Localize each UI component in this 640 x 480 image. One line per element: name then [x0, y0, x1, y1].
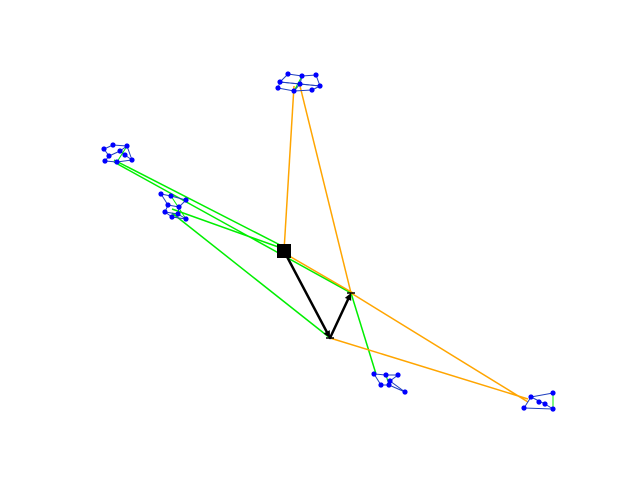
- cluster-node: [102, 158, 108, 164]
- cluster-node: [371, 371, 377, 377]
- cluster-edge: [530, 392, 554, 398]
- cluster-node: [183, 216, 189, 222]
- cluster-bottom-right: [521, 390, 556, 412]
- cluster-node: [297, 81, 303, 87]
- hub-layer: [277, 244, 291, 258]
- cluster-node: [395, 372, 401, 378]
- orange-link-upper-junction-to-bottom-right: [350, 292, 529, 403]
- arrow-square-hub-to-lower-junction-shaft: [282, 249, 328, 334]
- cluster-node: [386, 382, 392, 388]
- orange-link-lower-junction-to-bottom-right: [329, 337, 529, 400]
- cluster-node: [291, 88, 297, 94]
- cluster-edge: [277, 87, 295, 92]
- arrow-lower-junction-to-upper-junction-arrowhead: [344, 293, 352, 301]
- cluster-node: [110, 142, 116, 148]
- arrow-lower-junction-to-upper-junction-shaft: [328, 298, 350, 340]
- cluster-node: [536, 399, 542, 405]
- cluster-node: [402, 389, 408, 395]
- cluster-node: [168, 193, 174, 199]
- cluster-node: [175, 211, 181, 217]
- cluster-node: [165, 202, 171, 208]
- green-link-mid-left-to-lower-junction: [171, 212, 331, 339]
- cluster-node: [309, 87, 315, 93]
- cluster-top: [275, 71, 323, 94]
- cluster-node: [528, 394, 534, 400]
- cluster-edge: [388, 384, 406, 393]
- cluster-bottom-middle: [371, 371, 408, 395]
- cluster-node: [378, 382, 384, 388]
- cluster-node: [285, 71, 291, 77]
- cluster-node: [521, 405, 527, 411]
- cluster-node: [317, 83, 323, 89]
- cluster-edge-inner: [116, 145, 128, 163]
- cluster-node: [176, 204, 182, 210]
- green-link-upper-left-to-square-hub: [113, 159, 285, 248]
- cluster-node: [101, 146, 107, 152]
- cluster-node: [387, 378, 393, 384]
- cluster-mid-left: [158, 191, 189, 222]
- cluster-edge: [523, 407, 554, 410]
- clusters: [101, 71, 556, 412]
- cluster-node: [158, 191, 164, 197]
- cluster-node: [122, 152, 128, 158]
- cluster-node: [129, 157, 135, 163]
- cluster-upper-left: [101, 142, 135, 165]
- orange-link-square-hub-to-upper-junction: [283, 252, 354, 294]
- green-link-bottom-middle-to-upper-junction: [350, 292, 377, 375]
- cluster-node: [106, 153, 112, 159]
- cluster-node: [313, 72, 319, 78]
- arrow-square-hub-to-lower-junction: [282, 249, 330, 338]
- cluster-node: [277, 79, 283, 85]
- cluster-node: [124, 143, 130, 149]
- cluster-edge: [389, 380, 406, 393]
- arrow-square-hub-to-lower-junction-arrowhead: [323, 330, 330, 338]
- cluster-node: [114, 159, 120, 165]
- cluster-node: [275, 85, 281, 91]
- cluster-edge: [293, 89, 313, 92]
- square-hub-node: [277, 244, 291, 258]
- cluster-node: [383, 372, 389, 378]
- cluster-node: [169, 214, 175, 220]
- orange-link-top-to-square-hub: [283, 85, 295, 252]
- inter-cluster-links: [113, 85, 529, 403]
- cluster-node: [550, 390, 556, 396]
- green-link-upper-left-to-upper-junction: [113, 161, 352, 294]
- cluster-node: [542, 401, 548, 407]
- cluster-node: [299, 73, 305, 79]
- cluster-node: [162, 209, 168, 215]
- cluster-node: [117, 148, 123, 154]
- arrow-lower-junction-to-upper-junction: [328, 293, 352, 340]
- green-link-mid-left-to-square-hub: [171, 208, 285, 250]
- cluster-node: [550, 406, 556, 412]
- directed-edges: [282, 249, 355, 340]
- cluster-node: [183, 197, 189, 203]
- orange-link-top-to-upper-junction: [299, 85, 352, 294]
